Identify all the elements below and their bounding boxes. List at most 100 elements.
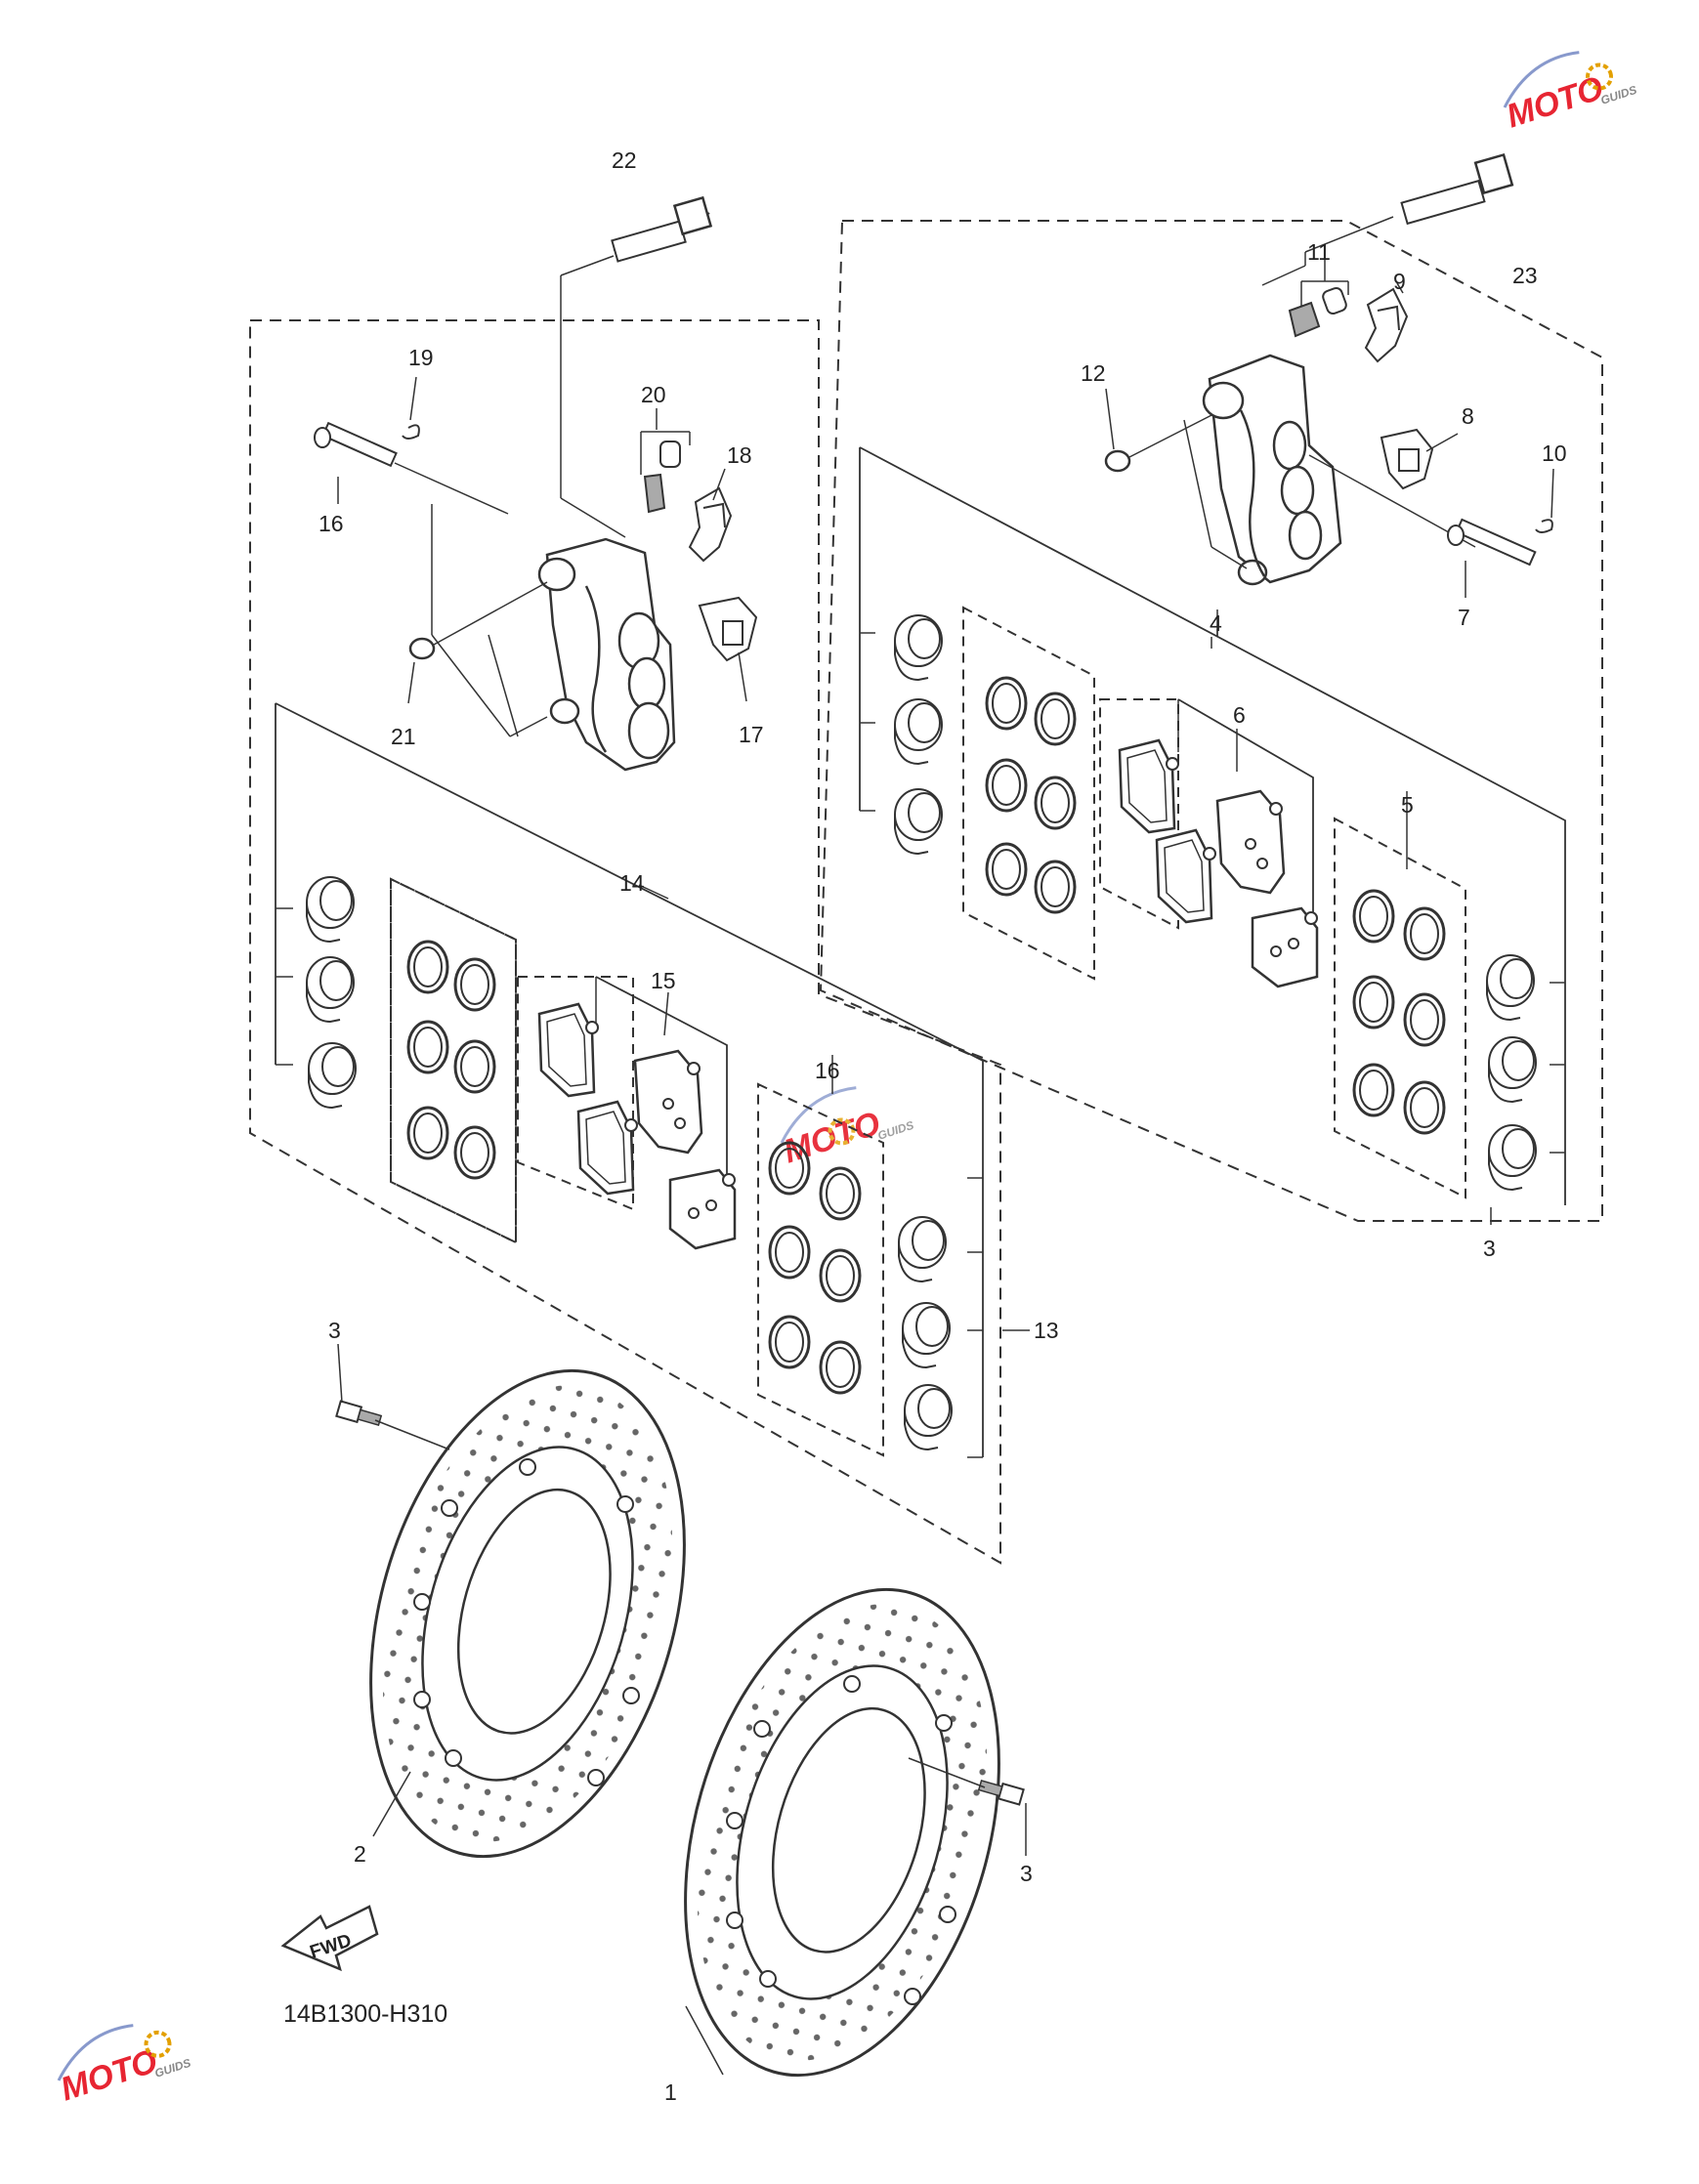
left-seal bbox=[453, 1039, 496, 1094]
callout-18: 16 bbox=[319, 511, 344, 536]
watermark-text: MOTO bbox=[57, 2042, 162, 2108]
right-seal bbox=[1034, 692, 1077, 746]
left-brake-pad bbox=[668, 1168, 737, 1250]
right-seal bbox=[985, 758, 1028, 813]
callout-19: 17 bbox=[739, 722, 764, 747]
callout-11: 10 bbox=[1542, 441, 1567, 466]
brake-disc-right bbox=[631, 1551, 1053, 2114]
right-bleed-screw bbox=[1288, 260, 1349, 338]
right-seal-kit-box-b bbox=[1334, 817, 1466, 1199]
left-caliper-assembly bbox=[249, 195, 1030, 1565]
left-seal bbox=[453, 1125, 496, 1180]
brake-disc-left bbox=[317, 1332, 739, 1895]
callout-17: 15 bbox=[651, 968, 676, 993]
right-seal bbox=[1034, 860, 1077, 914]
callout-10: 9 bbox=[1393, 269, 1406, 294]
left-seal bbox=[406, 1106, 449, 1160]
callout-9: 8 bbox=[1462, 403, 1474, 429]
left-caliper-body bbox=[537, 537, 676, 772]
callout-12: 11 bbox=[1307, 239, 1331, 265]
left-brake-pad bbox=[537, 1002, 600, 1098]
right-piston bbox=[1488, 1124, 1537, 1191]
left-seal bbox=[819, 1248, 862, 1303]
right-pad-kit-box bbox=[1099, 698, 1179, 930]
left-brake-pad bbox=[576, 1100, 639, 1196]
left-pad-kit-box bbox=[517, 976, 634, 1211]
callout-24: 22 bbox=[612, 147, 637, 173]
left-washer bbox=[408, 637, 436, 660]
right-washer bbox=[1104, 449, 1131, 473]
right-seal bbox=[1403, 992, 1446, 1047]
callout-13: 12 bbox=[1081, 360, 1106, 386]
left-seal bbox=[406, 1020, 449, 1074]
callout-24: 23 bbox=[1512, 263, 1538, 288]
disc-bolt-left bbox=[335, 1400, 384, 1429]
callout-14: 13 bbox=[1034, 1318, 1059, 1343]
callout-7: 6 bbox=[1233, 702, 1246, 728]
left-seal bbox=[819, 1166, 862, 1221]
right-seal bbox=[1403, 906, 1446, 961]
watermark-bottom: MOTO GUIDS bbox=[57, 2024, 192, 2109]
callout-4: 3 bbox=[1483, 1236, 1496, 1261]
left-piston bbox=[306, 956, 355, 1023]
right-pin-clip bbox=[1535, 519, 1553, 533]
left-pin-clip bbox=[402, 424, 420, 440]
left-seal-kit-box-a bbox=[390, 877, 517, 1244]
right-seal-kit-box-a bbox=[962, 606, 1095, 981]
left-piston bbox=[306, 876, 355, 943]
right-piston bbox=[1488, 1036, 1537, 1103]
right-piston bbox=[894, 614, 943, 681]
left-piston bbox=[898, 1216, 947, 1282]
callout-8: 7 bbox=[1458, 605, 1470, 630]
watermark-middle: MOTO GUIDS bbox=[780, 1086, 915, 1171]
left-seal bbox=[768, 1225, 811, 1280]
fwd-arrow-icon: FWD bbox=[280, 1905, 379, 1972]
right-seal bbox=[1352, 889, 1395, 944]
left-pad-spring bbox=[688, 468, 733, 563]
right-piston bbox=[894, 698, 943, 765]
right-seal bbox=[1034, 776, 1077, 830]
diagram-code: 14B1300-H310 bbox=[283, 2000, 447, 2028]
left-pad-clip bbox=[698, 596, 758, 702]
callout-1: 1 bbox=[664, 2079, 677, 2105]
left-seal bbox=[819, 1340, 862, 1395]
callout-15: 14 bbox=[619, 870, 645, 896]
right-piston bbox=[1486, 954, 1535, 1021]
right-brake-pad bbox=[1251, 906, 1319, 988]
callout-6: 5 bbox=[1401, 792, 1414, 818]
left-piston bbox=[902, 1302, 951, 1368]
right-seal bbox=[1352, 1063, 1395, 1117]
right-seal bbox=[1403, 1080, 1446, 1135]
left-pad-pin bbox=[314, 421, 509, 515]
watermark-sub: GUIDS bbox=[153, 2056, 192, 2080]
left-seal bbox=[768, 1315, 811, 1369]
callout-21: 19 bbox=[408, 345, 434, 370]
right-brake-pad bbox=[1215, 789, 1286, 895]
left-piston bbox=[308, 1042, 357, 1109]
watermark-top: MOTO GUIDS bbox=[1503, 51, 1638, 136]
watermark-sub: GUIDS bbox=[876, 1118, 915, 1143]
right-pad-pin bbox=[1447, 518, 1537, 598]
right-piston bbox=[894, 788, 943, 855]
right-seal bbox=[985, 842, 1028, 897]
callout-2: 2 bbox=[354, 1841, 366, 1867]
right-pad-clip bbox=[1380, 428, 1459, 490]
right-pad-spring bbox=[1364, 282, 1409, 363]
right-caliper-body bbox=[1202, 354, 1342, 586]
left-bleed-screw bbox=[640, 431, 691, 514]
left-piston bbox=[904, 1384, 953, 1450]
callout-23: 21 bbox=[391, 724, 416, 749]
left-caliper-bolt bbox=[560, 195, 713, 538]
left-seal bbox=[453, 957, 496, 1012]
callout-labels: 22 23 19 20 18 16 21 17 14 15 14 15 16 1… bbox=[319, 147, 1567, 2105]
callout-16-label: 16 bbox=[815, 1058, 840, 1083]
left-seal-kit-box-b bbox=[757, 1082, 884, 1457]
right-seal bbox=[985, 676, 1028, 731]
callout-5: 4 bbox=[1210, 610, 1222, 636]
right-caliper-assembly bbox=[819, 152, 1603, 1225]
callout-20: 18 bbox=[727, 442, 752, 468]
right-seal bbox=[1352, 975, 1395, 1029]
left-assembly-dashed-boundary bbox=[249, 319, 1001, 1565]
callout-3: 3 bbox=[328, 1318, 341, 1343]
